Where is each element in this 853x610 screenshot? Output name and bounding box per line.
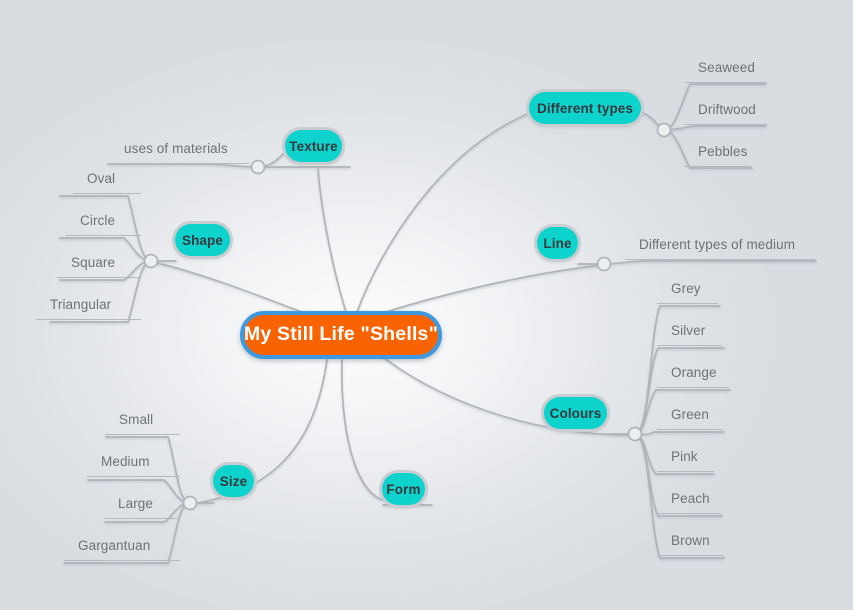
leaf-label: uses of materials (124, 141, 228, 156)
edge-texture-node (257, 151, 286, 168)
junction-size (182, 495, 198, 511)
topic-label: Different types (536, 100, 634, 116)
leaf-label: Oval (87, 171, 116, 186)
edge-col-green (634, 431, 725, 436)
leaf-label: Brown (671, 533, 710, 548)
leaf-label: Orange (671, 365, 717, 380)
topic-label: Shape (181, 232, 223, 248)
leaf-label: Circle (80, 213, 116, 228)
leaf-underline-different-types-of-medium (625, 259, 815, 260)
topic-label: Colours (549, 405, 602, 421)
leaf-underline-square (57, 277, 141, 278)
leaf-triangular[interactable]: Triangular (50, 292, 111, 314)
leaf-underline-pink (657, 471, 714, 472)
junction-different-types (656, 122, 672, 138)
leaf-different-types-of-medium[interactable]: Different types of medium (639, 232, 795, 254)
topic-node-form[interactable]: Form (382, 473, 425, 505)
junction-colours (627, 426, 643, 442)
leaf-underline-small (105, 434, 180, 435)
leaf-label: Gargantuan (78, 538, 151, 553)
leaf-pebbles[interactable]: Pebbles (698, 139, 748, 161)
leaf-oval[interactable]: Oval (87, 166, 115, 188)
edge-root-texture (317, 167, 347, 313)
leaf-label: Silver (671, 323, 706, 338)
leaf-driftwood[interactable]: Driftwood (698, 97, 756, 119)
leaf-underline-silver (657, 345, 722, 346)
leaf-label: Green (671, 407, 710, 422)
edge-root-different-types (356, 112, 531, 313)
leaf-underline-uses-of-materials (109, 163, 249, 164)
leaf-label: Pebbles (698, 144, 748, 159)
leaf-gargantuan[interactable]: Gargantuan (78, 533, 150, 555)
leaf-underline-driftwood (684, 124, 767, 125)
leaf-underline-medium (87, 476, 180, 477)
topic-node-colours[interactable]: Colours (544, 397, 607, 429)
edge-root-form (340, 359, 384, 501)
leaf-underline-pebbles (684, 166, 751, 167)
leaf-underline-peach (657, 513, 721, 514)
leaf-underline-brown (657, 555, 724, 556)
leaf-underline-seaweed (684, 82, 767, 83)
edge-dt-driftwood (663, 125, 767, 131)
topic-label: Size (219, 473, 248, 489)
topic-node-size[interactable]: Size (213, 465, 254, 497)
leaf-label: Driftwood (698, 102, 756, 117)
leaf-square[interactable]: Square (71, 250, 115, 272)
leaf-seaweed[interactable]: Seaweed (698, 55, 755, 77)
leaf-label: Pink (671, 449, 698, 464)
leaf-underline-oval (73, 193, 141, 194)
junction-texture (250, 159, 266, 175)
topic-label: Line (543, 235, 572, 251)
leaf-label: Seaweed (698, 60, 755, 75)
leaf-underline-grey (657, 303, 718, 304)
leaf-label: Grey (671, 281, 701, 296)
leaf-label: Small (119, 412, 154, 427)
leaf-underline-circle (66, 235, 141, 236)
leaf-label: Square (71, 255, 116, 270)
leaf-circle[interactable]: Circle (80, 208, 115, 230)
leaf-underline-orange (657, 387, 729, 388)
leaf-grey[interactable]: Grey (671, 276, 701, 298)
topic-label: Texture (289, 138, 338, 154)
topic-node-texture[interactable]: Texture (285, 130, 342, 162)
leaf-brown[interactable]: Brown (671, 528, 710, 550)
leaf-label: Triangular (50, 297, 112, 312)
leaf-orange[interactable]: Orange (671, 360, 717, 382)
leaf-label: Medium (101, 454, 150, 469)
topic-label: Form (386, 481, 421, 497)
root-node[interactable]: My Still Life "Shells" (240, 311, 442, 359)
junction-line (596, 256, 612, 272)
leaf-pink[interactable]: Pink (671, 444, 698, 466)
leaf-underline-triangular (36, 319, 141, 320)
leaf-peach[interactable]: Peach (671, 486, 710, 508)
edge-root-size (190, 359, 328, 505)
topic-node-line[interactable]: Line (537, 227, 578, 259)
leaf-label: Different types of medium (639, 237, 796, 252)
leaf-underline-gargantuan (64, 560, 180, 561)
edge-different-types-node (640, 111, 664, 131)
leaf-large[interactable]: Large (118, 491, 153, 513)
leaf-green[interactable]: Green (671, 402, 709, 424)
leaf-silver[interactable]: Silver (671, 318, 705, 340)
leaf-underline-large (104, 518, 180, 519)
leaf-label: Large (118, 496, 154, 511)
leaf-underline-green (657, 429, 723, 430)
root-node-label: My Still Life "Shells" (243, 323, 439, 345)
leaf-uses-of-materials[interactable]: uses of materials (124, 136, 228, 158)
leaf-medium[interactable]: Medium (101, 449, 150, 471)
edge-root-shape (151, 261, 313, 317)
edge-texture-uses (107, 163, 259, 168)
edge-line-medium (603, 260, 817, 265)
topic-node-different-types[interactable]: Different types (529, 92, 641, 124)
leaf-small[interactable]: Small (119, 407, 153, 429)
leaf-label: Peach (671, 491, 710, 506)
topic-node-shape[interactable]: Shape (175, 224, 230, 256)
junction-shape (143, 253, 159, 269)
